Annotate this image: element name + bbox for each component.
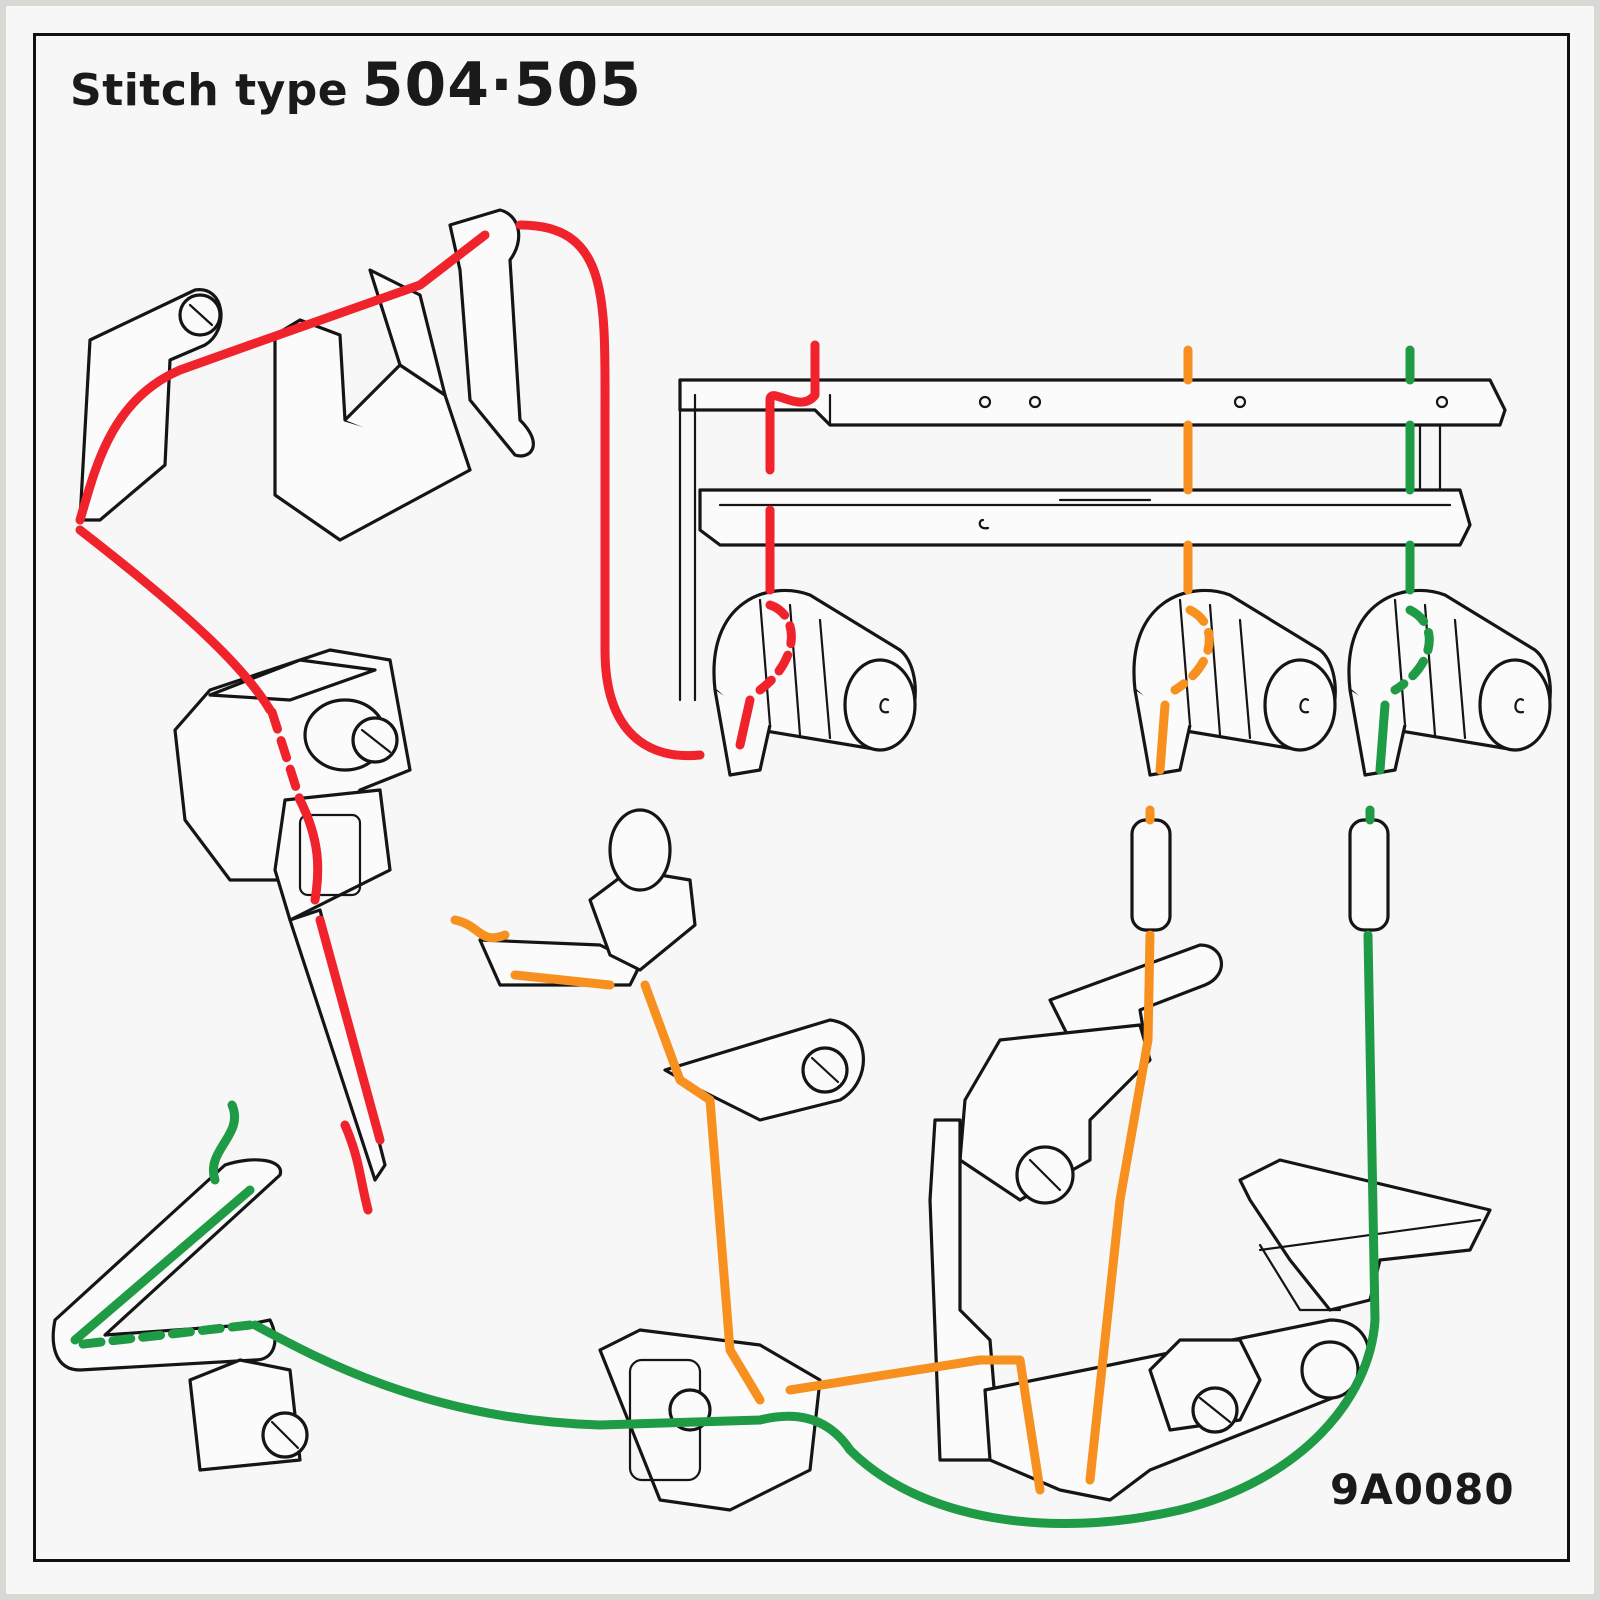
tension-dial-needle xyxy=(714,590,915,775)
needle xyxy=(290,910,385,1180)
lower-looper-guide xyxy=(53,1160,307,1470)
diagram-code: 9A0080 xyxy=(1330,1465,1515,1514)
thread-tubes xyxy=(1132,820,1388,930)
upper-thread-guides xyxy=(80,210,533,540)
upper-looper-guide xyxy=(480,810,863,1120)
